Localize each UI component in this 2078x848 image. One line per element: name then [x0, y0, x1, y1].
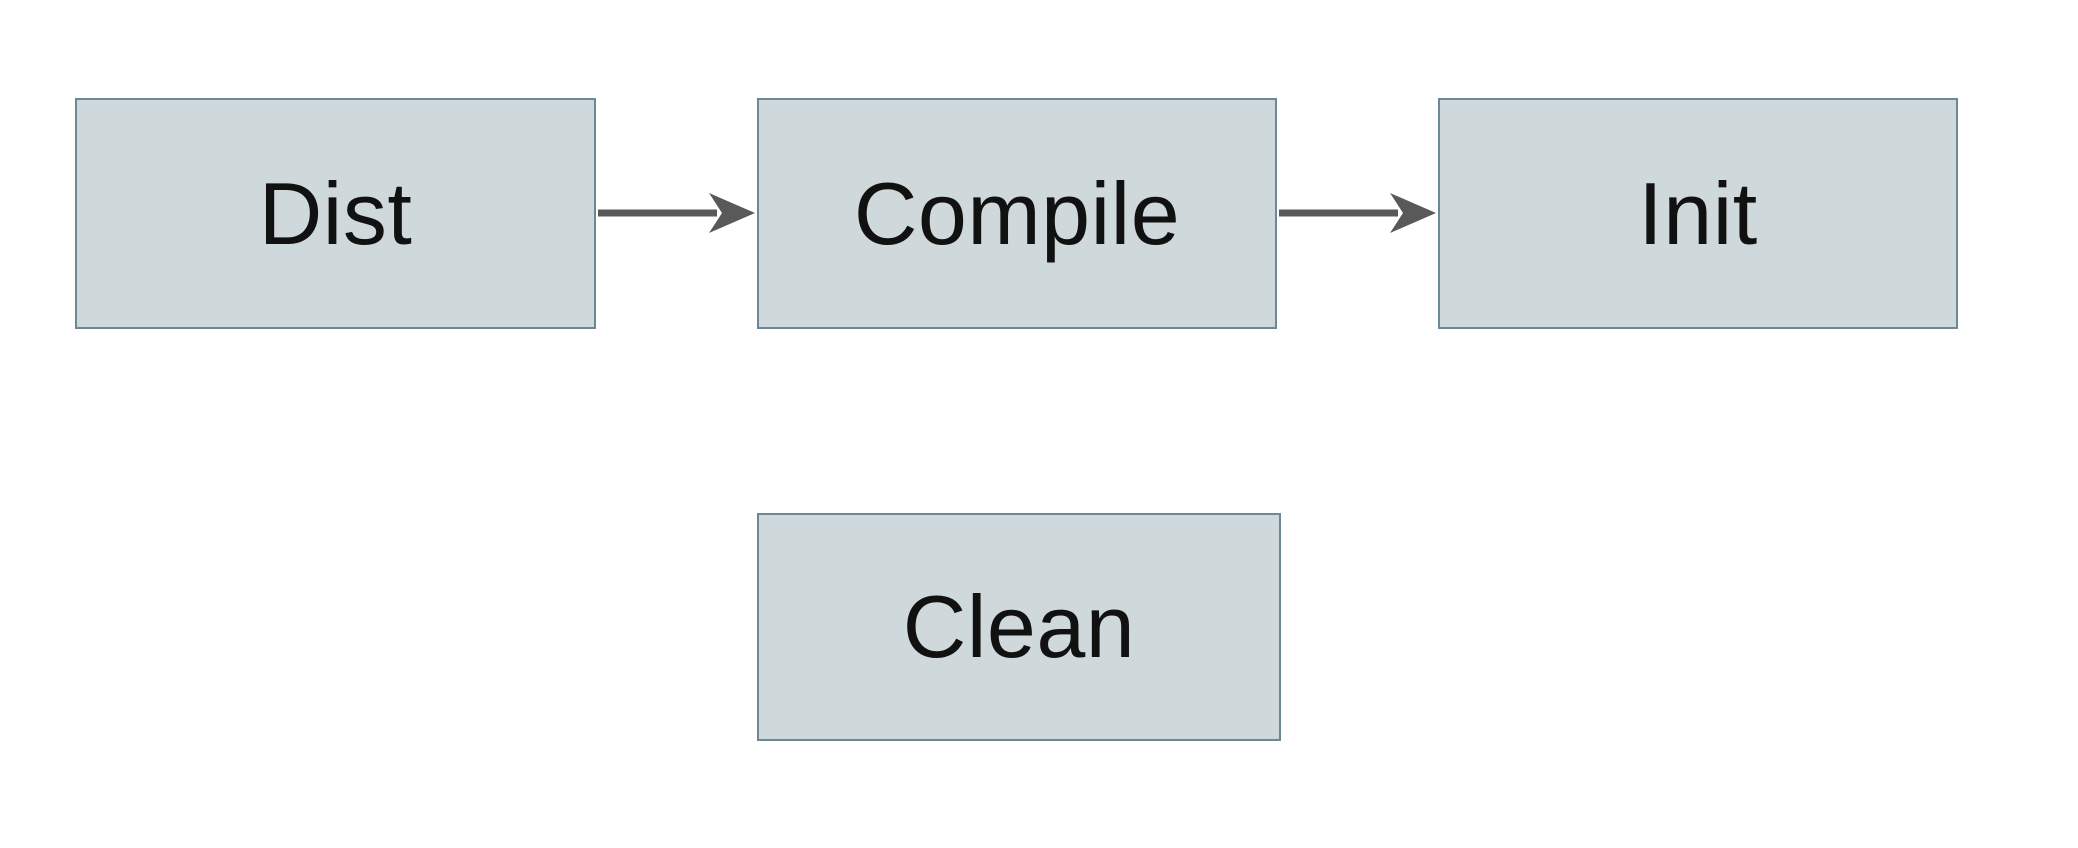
node-dist-label: Dist — [258, 163, 413, 263]
arrow-dist-to-compile — [598, 193, 755, 233]
node-init[interactable]: Init — [1438, 98, 1958, 329]
node-dist[interactable]: Dist — [75, 98, 596, 329]
node-init-label: Init — [1638, 163, 1758, 263]
arrow-compile-to-init — [1279, 193, 1436, 233]
node-clean-label: Clean — [902, 577, 1136, 676]
node-clean[interactable]: Clean — [757, 513, 1281, 741]
node-compile[interactable]: Compile — [757, 98, 1277, 329]
node-compile-label: Compile — [853, 163, 1181, 263]
